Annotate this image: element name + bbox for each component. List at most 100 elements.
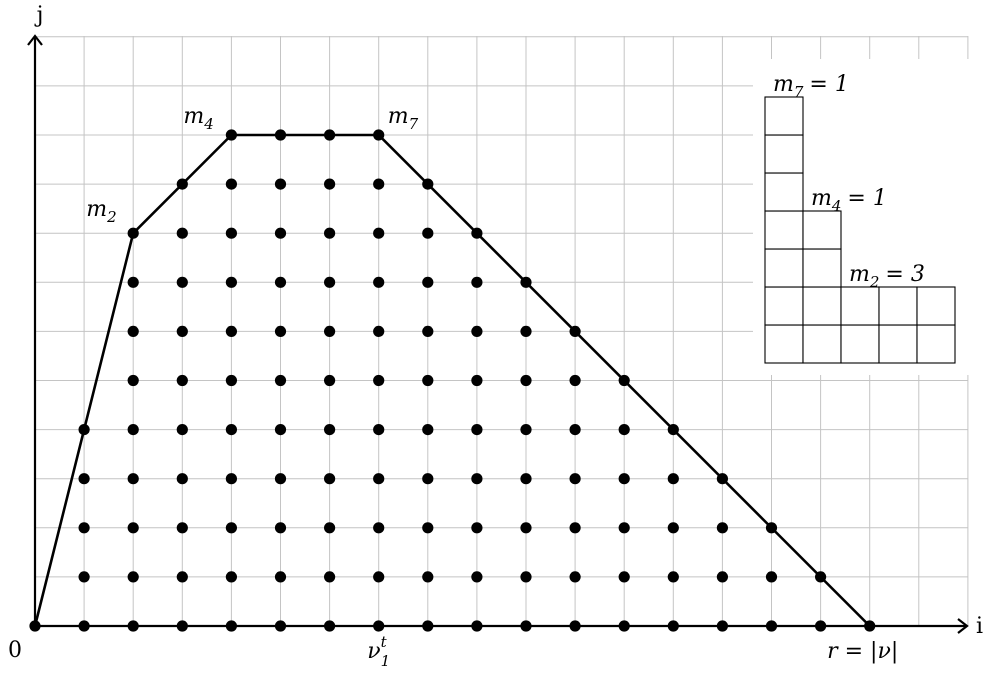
lattice-point bbox=[569, 374, 581, 387]
vertex-label: m2 bbox=[86, 197, 116, 226]
lattice-point bbox=[422, 374, 434, 387]
young-diagram-label: m2 = 3 bbox=[849, 262, 925, 291]
lattice-point bbox=[569, 424, 581, 436]
lattice-point bbox=[324, 571, 336, 583]
vertex-label-main: m bbox=[388, 104, 409, 129]
young-cell bbox=[802, 210, 842, 250]
vertex-label-main: m bbox=[86, 197, 107, 222]
young-diagram-label-main: m bbox=[849, 262, 870, 287]
lattice-point bbox=[324, 227, 336, 239]
lattice-point bbox=[176, 473, 188, 485]
lattice-point bbox=[471, 424, 483, 436]
lattice-point bbox=[422, 571, 434, 583]
lattice-point bbox=[373, 620, 385, 632]
lattice-point bbox=[765, 620, 778, 632]
lattice-point bbox=[422, 325, 434, 337]
lattice-point bbox=[225, 178, 237, 190]
young-cell bbox=[802, 324, 842, 364]
x-axis-arrowhead bbox=[957, 618, 969, 634]
lattice-point bbox=[324, 178, 336, 190]
lattice-point bbox=[127, 473, 139, 485]
lattice-point bbox=[176, 620, 188, 632]
lattice-point bbox=[373, 276, 385, 288]
young-diagram-label-main: m bbox=[773, 72, 794, 97]
lattice-point bbox=[667, 620, 679, 632]
young-diagram-label: m4 = 1 bbox=[811, 186, 887, 215]
lattice-point bbox=[471, 620, 483, 632]
lattice-point bbox=[127, 276, 139, 288]
young-diagram-label-subscript: 4 bbox=[831, 197, 842, 215]
young-cell bbox=[840, 286, 880, 326]
boundary-polyline bbox=[33, 133, 871, 627]
young-diagram-label-value: = 3 bbox=[885, 262, 924, 287]
lattice-point bbox=[324, 325, 336, 337]
young-diagram-labels: m7= 1m4= 1m2= 3 bbox=[773, 72, 925, 291]
lattice-point bbox=[520, 424, 532, 436]
lattice-point bbox=[569, 620, 581, 632]
lattice-point bbox=[569, 571, 581, 583]
lattice-point bbox=[520, 325, 532, 337]
vertex-label-subscript: 2 bbox=[106, 208, 117, 226]
lattice-point bbox=[422, 473, 434, 485]
young-cell bbox=[840, 324, 880, 364]
lattice-point bbox=[274, 325, 287, 337]
lattice-point bbox=[373, 473, 385, 485]
young-diagram-label-subscript: 2 bbox=[869, 273, 880, 291]
lattice-point bbox=[520, 571, 532, 583]
lattice-point bbox=[324, 424, 336, 436]
lattice-point bbox=[422, 227, 434, 239]
lattice-point bbox=[324, 473, 336, 485]
lattice-point bbox=[422, 424, 434, 436]
lattice-point bbox=[471, 473, 483, 485]
lattice-point bbox=[324, 276, 336, 288]
lattice-point bbox=[716, 522, 729, 534]
lattice-point bbox=[274, 522, 287, 534]
young-diagram-label-subscript: 7 bbox=[794, 83, 804, 101]
axes: i j 0 bbox=[8, 3, 983, 663]
lattice-point bbox=[127, 571, 139, 583]
young-diagram-label-value: = 1 bbox=[847, 186, 886, 211]
young-cell bbox=[764, 172, 804, 212]
lattice-point bbox=[471, 374, 483, 387]
lattice-point bbox=[618, 571, 630, 583]
lattice-point bbox=[78, 571, 90, 583]
young-diagram-cells bbox=[764, 96, 956, 364]
lattice-point bbox=[520, 620, 532, 632]
lattice-point bbox=[765, 571, 778, 583]
lattice-point bbox=[127, 424, 139, 436]
lattice-point bbox=[471, 571, 483, 583]
lattice-point bbox=[225, 227, 237, 239]
lattice-point bbox=[618, 424, 630, 436]
x-tick-label-main: ν bbox=[367, 639, 380, 664]
lattice-point bbox=[324, 620, 336, 632]
lattice-point bbox=[716, 620, 729, 632]
young-cell bbox=[916, 286, 956, 326]
lattice-point bbox=[373, 424, 385, 436]
lattice-point bbox=[78, 620, 90, 632]
vertex-label: m4 bbox=[183, 104, 213, 133]
lattice-point bbox=[78, 522, 90, 534]
y-axis-arrowhead bbox=[27, 34, 43, 46]
young-cell bbox=[764, 324, 804, 364]
lattice-point bbox=[618, 620, 630, 632]
lattice-point bbox=[471, 325, 483, 337]
lattice-point bbox=[618, 473, 630, 485]
lattice-point bbox=[274, 178, 287, 190]
young-diagram-label: m7= 1 bbox=[773, 72, 849, 101]
lattice-point bbox=[225, 374, 237, 387]
vertex-label-main: m bbox=[183, 104, 204, 129]
young-diagram-label-main: m bbox=[811, 186, 832, 211]
lattice-point bbox=[373, 374, 385, 387]
lattice-point bbox=[176, 227, 188, 239]
young-cell bbox=[802, 286, 842, 326]
lattice-point bbox=[471, 522, 483, 534]
lattice-point bbox=[373, 178, 385, 190]
young-cell bbox=[764, 286, 804, 326]
lattice-point bbox=[176, 374, 188, 387]
y-axis-label: j bbox=[34, 3, 44, 28]
young-cell bbox=[764, 248, 804, 288]
lattice-point bbox=[716, 571, 729, 583]
